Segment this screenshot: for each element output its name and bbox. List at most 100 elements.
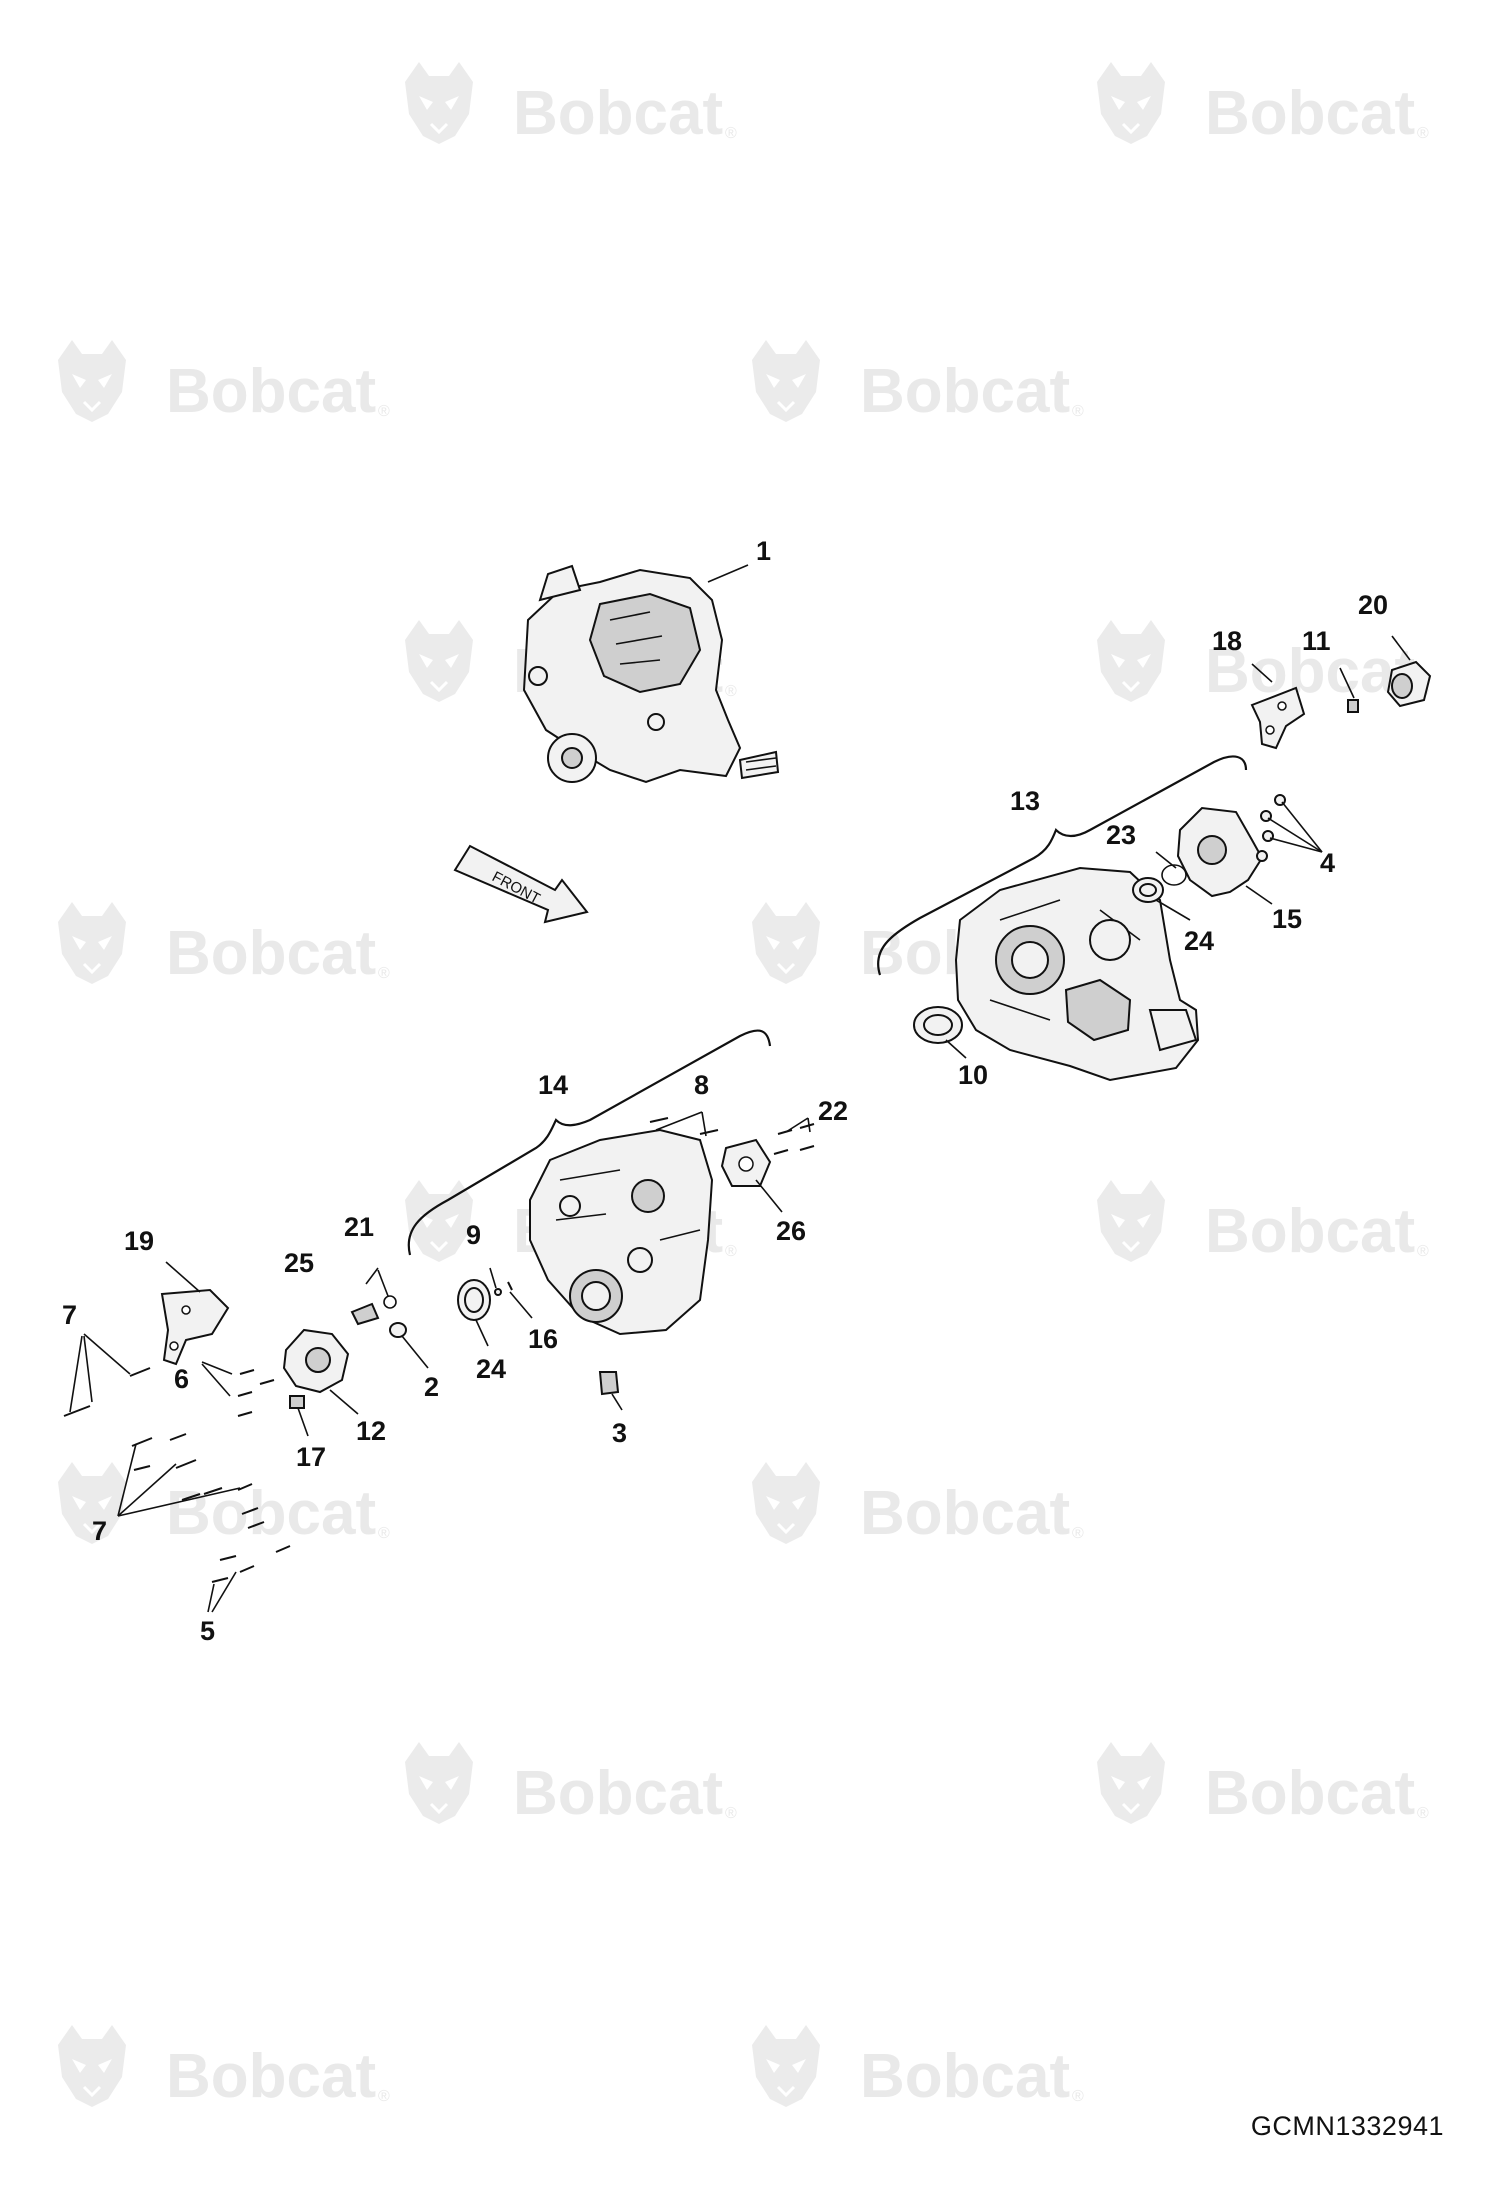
callout-10: 10 (958, 1060, 988, 1090)
plug-2 (389, 1322, 407, 1338)
callout-11: 11 (1302, 626, 1331, 656)
watermark: Bobcat ® (1095, 1178, 1429, 1266)
watermark-text: Bobcat (166, 2042, 376, 2111)
watermark-registered-mark: ® (725, 1243, 737, 1260)
plate-26 (720, 1138, 772, 1187)
watermark: Bobcat ® (403, 1740, 737, 1828)
bobcat-head-icon (750, 1460, 822, 1546)
o-ring-21 (383, 1295, 397, 1309)
bobcat-head-icon (750, 2023, 822, 2109)
cover-15 (1176, 806, 1264, 898)
callout-21: 21 (344, 1212, 374, 1242)
seal-24-lower (457, 1279, 491, 1321)
drawing-code: GCMN1332941 (1250, 2111, 1444, 2141)
watermark-registered-mark: ® (1417, 1243, 1429, 1260)
bobcat-head-icon (56, 338, 128, 424)
callout-labels: 1 20 18 11 13 23 4 24 15 10 14 8 22 26 2… (62, 536, 1388, 1646)
callout-16: 16 (528, 1324, 558, 1354)
watermark-registered-mark: ® (725, 1805, 737, 1822)
bobcat-head-icon (1095, 618, 1167, 704)
callout-18: 18 (1212, 626, 1242, 656)
watermark: Bobcat ® (1095, 1740, 1429, 1828)
callout-19: 19 (124, 1226, 154, 1256)
rear-housing (954, 866, 1200, 1082)
callout-26: 26 (776, 1216, 806, 1246)
callout-20: 20 (1358, 590, 1388, 620)
breather-20 (1386, 660, 1432, 708)
fitting-25 (350, 1302, 380, 1326)
bobcat-head-icon (1095, 1740, 1167, 1826)
watermark: Bobcat ® (403, 60, 737, 148)
bobcat-head-icon (56, 2023, 128, 2109)
callout-3: 3 (612, 1418, 627, 1448)
part-9 (494, 1288, 502, 1296)
callout-6: 6 (174, 1364, 189, 1394)
bracket-19 (160, 1288, 230, 1366)
bobcat-head-icon (1095, 60, 1167, 146)
gearbox-assembly (522, 564, 780, 784)
watermark: Bobcat ® (56, 900, 390, 988)
bolts-cluster (63, 1367, 291, 1583)
watermark: Bobcat ® (750, 2023, 1084, 2111)
brace-14 (407, 1029, 772, 1256)
watermark-text: Bobcat (1205, 1197, 1415, 1266)
watermark: Bobcat ® (1095, 618, 1429, 706)
watermark-registered-mark: ® (378, 403, 390, 420)
watermark-text: Bobcat (1205, 637, 1415, 706)
leader-lines (69, 564, 1411, 1613)
plug-3 (598, 1371, 620, 1396)
watermark-registered-mark: ® (725, 125, 737, 142)
watermark-registered-mark: ® (378, 2088, 390, 2105)
callout-2: 2 (424, 1372, 439, 1402)
callout-7-lower: 7 (92, 1516, 107, 1546)
watermark-text: Bobcat (1205, 79, 1415, 148)
o-ring-16 (507, 1281, 513, 1291)
callout-15: 15 (1272, 904, 1302, 934)
washer-17 (289, 1395, 305, 1409)
watermark-registered-mark: ® (1072, 1525, 1084, 1542)
watermark-registered-mark: ® (378, 965, 390, 982)
bobcat-head-icon (750, 338, 822, 424)
watermark-registered-mark: ® (725, 683, 737, 700)
seal-10 (913, 1006, 963, 1044)
watermark: Bobcat ® (56, 338, 390, 426)
callout-24-lower: 24 (476, 1354, 506, 1384)
cover-12 (282, 1328, 350, 1394)
bobcat-head-icon (56, 900, 128, 986)
front-housing (529, 1128, 714, 1336)
callout-25: 25 (284, 1248, 314, 1278)
watermark-text: Bobcat (166, 1479, 376, 1548)
plug-11 (1347, 699, 1359, 713)
watermark-registered-mark: ® (1417, 125, 1429, 142)
bobcat-head-icon (1095, 1178, 1167, 1264)
watermark: Bobcat ® (1095, 60, 1429, 148)
callout-24-upper: 24 (1184, 926, 1214, 956)
callout-1: 1 (756, 536, 771, 566)
snap-ring-23 (1161, 864, 1187, 886)
callout-13: 13 (1010, 786, 1040, 816)
watermark-layer: Bobcat ® Bobcat ® Bobcat ® Bobcat ® Bobc… (56, 60, 1429, 2111)
brace-13 (877, 755, 1248, 976)
watermark-text: Bobcat (166, 357, 376, 426)
watermark: Bobcat ® (750, 1460, 1084, 1548)
watermark: Bobcat ® (56, 2023, 390, 2111)
watermark-text: Bobcat (860, 357, 1070, 426)
watermark-registered-mark: ® (1072, 403, 1084, 420)
callout-5: 5 (200, 1616, 215, 1646)
bearing-24-upper (1132, 877, 1164, 903)
pins-8 (649, 1117, 719, 1135)
watermark-text: Bobcat (1205, 1759, 1415, 1828)
watermark-registered-mark: ® (378, 1525, 390, 1542)
bobcat-head-icon (750, 900, 822, 986)
bracket-18 (1250, 686, 1306, 750)
bobcat-head-icon (403, 60, 475, 146)
callout-4: 4 (1320, 848, 1335, 878)
watermark-registered-mark: ® (1072, 2088, 1084, 2105)
callout-7-upper: 7 (62, 1300, 77, 1330)
callout-8: 8 (694, 1070, 709, 1100)
callout-14: 14 (538, 1070, 568, 1100)
bobcat-head-icon (403, 618, 475, 704)
watermark-registered-mark: ® (1417, 1805, 1429, 1822)
watermark: Bobcat ® (750, 338, 1084, 426)
